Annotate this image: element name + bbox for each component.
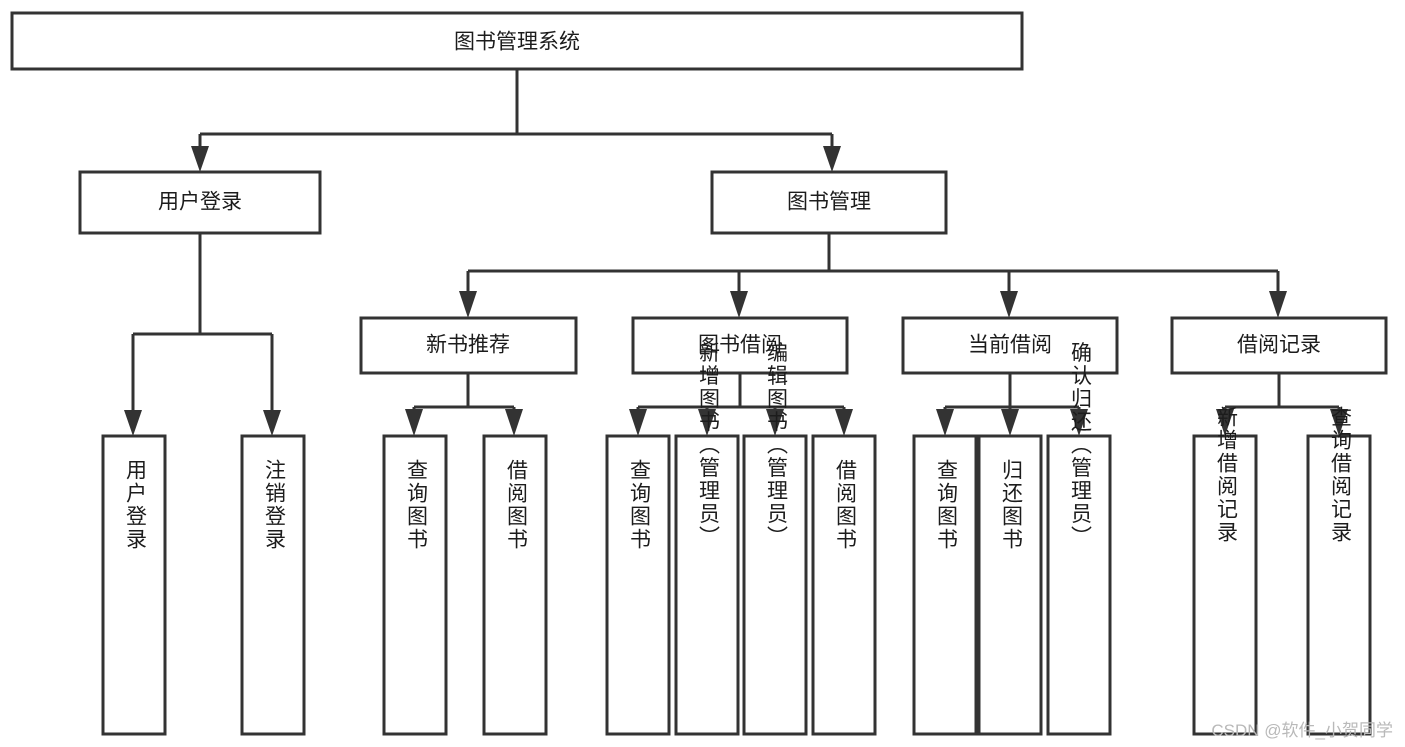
arrowhead-to-new-book: [459, 291, 477, 318]
node-current-borrow-box[interactable]: [901, 316, 1119, 375]
connector-current-borrow-to-leaves: [936, 373, 1088, 436]
leaf-user-login-2-box[interactable]: [240, 434, 306, 736]
node-new-book-recommend[interactable]: 新书推荐: [359, 316, 578, 375]
connector-book-manage-to-level3: [459, 233, 1287, 318]
arrowhead-borrow-record-leaf-1: [1216, 409, 1234, 436]
leaf-current-borrow-1-label: 查询图书: [934, 459, 958, 551]
leaf-book-borrow-3-box[interactable]: [742, 434, 808, 736]
leaf-borrow-record-1-label: 新增借阅记录: [1214, 406, 1238, 544]
leaf-book-borrow-1[interactable]: 查询图书: [605, 434, 671, 736]
node-borrow-record[interactable]: 借阅记录: [1170, 316, 1388, 375]
node-book-manage-label: 图书管理: [787, 191, 871, 214]
node-root-label: 图书管理系统: [454, 31, 580, 54]
node-new-book-recommend-label: 新书推荐: [426, 334, 510, 357]
connector-root-to-level2: [191, 69, 841, 172]
leaf-current-borrow-2[interactable]: 归还图书: [977, 434, 1043, 736]
leaf-current-borrow-1[interactable]: 查询图书: [912, 434, 978, 736]
arrowhead-to-current-borrow: [1000, 291, 1018, 318]
leaf-current-borrow-2-box[interactable]: [977, 434, 1043, 736]
node-book-borrow[interactable]: 图书借阅: [631, 316, 849, 375]
arrowhead-new-book-leaf-2: [505, 409, 523, 436]
arrowhead-to-user-login: [191, 146, 209, 172]
leaf-current-borrow-3[interactable]: 确认归还（管理员）: [1046, 342, 1112, 736]
leaf-borrow-record-2[interactable]: 查询借阅记录: [1306, 406, 1372, 736]
arrowhead-borrow-record-leaf-2: [1330, 409, 1348, 436]
leaf-book-borrow-1-box[interactable]: [605, 434, 671, 736]
leaf-new-book-2[interactable]: 借阅图书: [482, 434, 548, 736]
arrowhead-book-borrow-leaf-2: [698, 409, 716, 436]
node-book-manage[interactable]: 图书管理: [710, 170, 948, 235]
leaf-borrow-record-1[interactable]: 新增借阅记录: [1192, 406, 1258, 736]
leaf-borrow-record-2-label: 查询借阅记录: [1328, 406, 1352, 544]
leaf-new-book-1-label: 查询图书: [404, 459, 428, 551]
arrowhead-to-book-borrow: [730, 291, 748, 318]
leaf-current-borrow-3-label: 确认归还（管理员）: [1068, 342, 1092, 549]
leaf-user-login-1-box[interactable]: [101, 434, 167, 736]
arrowhead-user-login-leaf-2: [263, 410, 281, 436]
arrowhead-book-borrow-leaf-4: [835, 409, 853, 436]
leaf-book-borrow-2-box[interactable]: [674, 434, 740, 736]
leaf-book-borrow-4[interactable]: 借阅图书: [811, 434, 877, 736]
node-user-login-label: 用户登录: [158, 191, 242, 214]
node-root-box[interactable]: [10, 11, 1024, 71]
arrowhead-to-book-manage: [823, 146, 841, 172]
leaf-book-borrow-3-label: 编辑图书（管理员）: [764, 342, 788, 549]
leaf-current-borrow-3-box[interactable]: [1046, 434, 1112, 736]
connector-user-login-to-leaves: [124, 233, 281, 436]
arrowhead-to-borrow-record: [1269, 291, 1287, 318]
node-current-borrow-label: 当前借阅: [968, 334, 1052, 357]
arrowhead-current-borrow-leaf-3: [1070, 409, 1088, 436]
connector-new-book-to-leaves: [405, 373, 523, 436]
leaf-new-book-2-box[interactable]: [482, 434, 548, 736]
leaf-book-borrow-2[interactable]: 新增图书（管理员）: [674, 342, 740, 736]
node-borrow-record-label: 借阅记录: [1237, 334, 1321, 357]
leaf-book-borrow-4-label: 借阅图书: [833, 459, 857, 551]
connector-borrow-record-to-leaves: [1216, 373, 1348, 436]
leaf-book-borrow-4-box[interactable]: [811, 434, 877, 736]
leaf-user-login-2[interactable]: 注销登录: [240, 434, 306, 736]
leaf-current-borrow-1-box[interactable]: [912, 434, 978, 736]
leaf-book-borrow-3[interactable]: 编辑图书（管理员）: [742, 342, 808, 736]
node-user-login-box[interactable]: [78, 170, 322, 235]
node-root[interactable]: 图书管理系统: [10, 11, 1024, 71]
node-book-borrow-label: 图书借阅: [698, 334, 782, 357]
leaf-borrow-record-1-box[interactable]: [1192, 434, 1258, 736]
arrowhead-book-borrow-leaf-1: [629, 409, 647, 436]
leaf-user-login-1[interactable]: 用户登录: [101, 434, 167, 736]
arrowhead-new-book-leaf-1: [405, 409, 423, 436]
leaf-borrow-record-2-box[interactable]: [1306, 434, 1372, 736]
leaf-current-borrow-2-label: 归还图书: [999, 459, 1023, 551]
leaf-book-borrow-2-label: 新增图书（管理员）: [696, 342, 720, 549]
leaf-user-login-1-label: 用户登录: [123, 459, 147, 551]
arrowhead-current-borrow-leaf-2: [1001, 409, 1019, 436]
connector-book-borrow-to-leaves: [629, 373, 853, 436]
leaf-book-borrow-1-label: 查询图书: [627, 459, 651, 551]
arrowhead-user-login-leaf-1: [124, 410, 142, 436]
leaf-new-book-1-box[interactable]: [382, 434, 448, 736]
node-new-book-recommend-box[interactable]: [359, 316, 578, 375]
arrowhead-current-borrow-leaf-1: [936, 409, 954, 436]
node-current-borrow[interactable]: 当前借阅: [901, 316, 1119, 375]
node-user-login[interactable]: 用户登录: [78, 170, 322, 235]
arrowhead-book-borrow-leaf-3: [766, 409, 784, 436]
leaf-user-login-2-label: 注销登录: [262, 459, 286, 551]
leaf-new-book-1[interactable]: 查询图书: [382, 434, 448, 736]
leaf-new-book-2-label: 借阅图书: [504, 459, 528, 551]
